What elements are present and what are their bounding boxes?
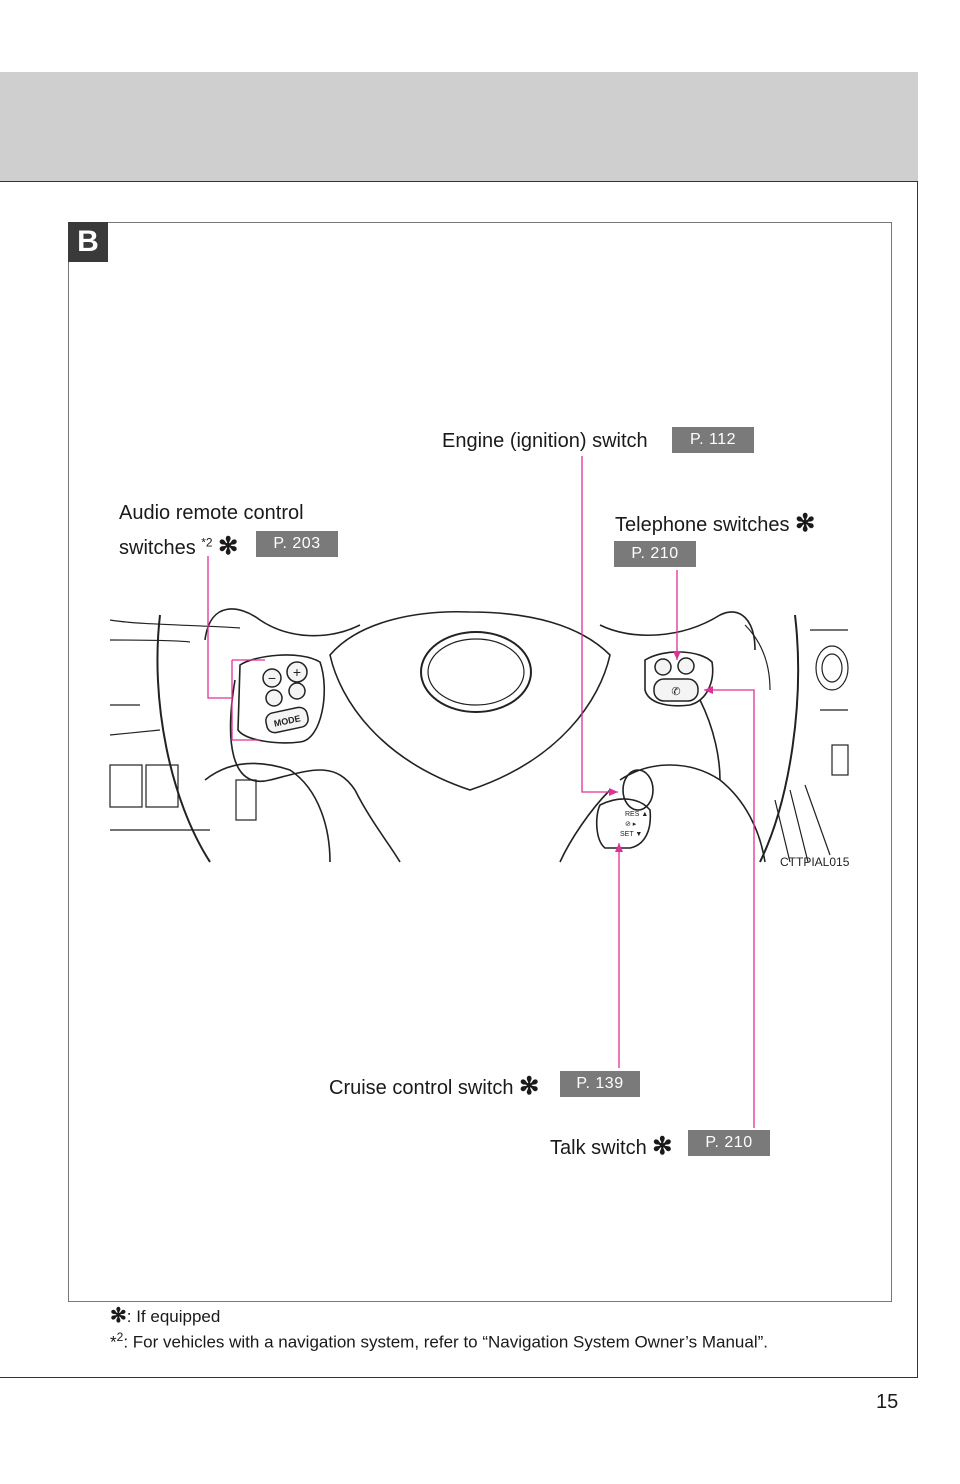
footnotes: ✻: If equipped *2: For vehicles with a n… <box>110 1306 768 1353</box>
cruise-switch-label: Cruise control switch ✻ <box>329 1073 540 1100</box>
audio-switch-label-line2: switches *2 ✻ <box>119 533 239 560</box>
talk-switch-label: Talk switch ✻ <box>550 1133 673 1160</box>
talk-page-ref[interactable]: P. 210 <box>688 1130 770 1156</box>
figure-code: CTTPIAL015 <box>780 855 850 869</box>
svg-text:RES ▲: RES ▲ <box>625 811 648 818</box>
audio-switch-label-line1: Audio remote control <box>119 502 304 524</box>
svg-text:✆: ✆ <box>671 686 680 698</box>
svg-text:⊘ ▸: ⊘ ▸ <box>625 821 637 828</box>
footnote-if-equipped: ✻: If equipped <box>110 1305 221 1327</box>
audio-page-ref[interactable]: P. 203 <box>256 531 338 557</box>
section-tag: B <box>68 222 108 262</box>
cruise-page-ref[interactable]: P. 139 <box>560 1071 640 1097</box>
engine-switch-label: Engine (ignition) switch <box>442 430 648 452</box>
footnote-navigation: *2: For vehicles with a navigation syste… <box>110 1330 768 1352</box>
engine-page-ref[interactable]: P. 112 <box>672 427 754 453</box>
telephone-page-ref[interactable]: P. 210 <box>614 541 696 567</box>
page-number: 15 <box>876 1391 899 1413</box>
svg-text:−: − <box>268 670 276 686</box>
telephone-switch-label: Telephone switches ✻ <box>615 510 816 537</box>
header-band <box>0 72 918 182</box>
svg-text:SET ▼: SET ▼ <box>620 831 642 838</box>
section-box <box>68 222 892 1302</box>
svg-text:+: + <box>293 664 301 680</box>
